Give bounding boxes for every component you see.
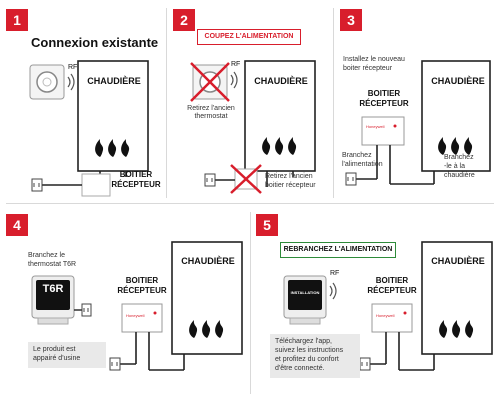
plug-icon xyxy=(345,172,357,186)
row-separator xyxy=(6,203,494,204)
step-title: Connexion existante xyxy=(31,35,159,50)
app-l4: d'être connecté. xyxy=(275,365,325,372)
thermostat-screen-text: INSTALLATION xyxy=(290,290,320,295)
thermostat-icon xyxy=(283,275,327,325)
remove-thermostat-l2: thermostat xyxy=(194,113,228,120)
flame-icon xyxy=(262,137,297,155)
app-note: Téléchargez l'app, suivez les instructio… xyxy=(270,334,360,378)
receiver-label-1: BOITIER xyxy=(375,276,409,285)
receiver-box xyxy=(121,303,163,333)
svg-text:Honeywell: Honeywell xyxy=(366,124,385,129)
boiler-label: CHAUDIÈRE xyxy=(254,76,308,86)
step-5-drawing: Honeywell xyxy=(283,241,493,371)
flame-icon xyxy=(438,137,473,155)
step-number: 2 xyxy=(173,9,195,31)
receiver-label-1: BOITIER xyxy=(367,89,401,98)
plug-power-l2: l'alimentation xyxy=(342,161,383,168)
rf-label: RF xyxy=(330,270,340,277)
remove-receiver-l1: Retirez l'ancien xyxy=(265,173,313,180)
step-3-drawing: Honeywell xyxy=(345,60,491,186)
step-number: 3 xyxy=(340,9,362,31)
plug-icon xyxy=(359,357,371,371)
install-l2: boiter récepteur xyxy=(343,65,393,72)
step-1-drawing xyxy=(29,60,149,197)
app-l2: suivez les instructions xyxy=(275,347,344,354)
boiler-label: CHAUDIÈRE xyxy=(87,76,141,86)
step-number: 1 xyxy=(6,9,28,31)
step-5-panel: 5 REBRANCHEZ L'ALIMENTATION Honeywell RF xyxy=(256,214,496,396)
plug-icon xyxy=(31,178,43,192)
paired-note: Le produit est appairé d'usine xyxy=(28,342,106,368)
thermostat-screen-text: T6R xyxy=(42,283,64,295)
install-l1: Installez le nouveau xyxy=(343,56,405,63)
plug-thermostat-l2: thermostat T6R xyxy=(28,261,77,268)
receiver-label-2: RÉCEPTEUR xyxy=(111,180,161,189)
boiler-label: CHAUDIÈRE xyxy=(431,76,485,86)
receiver-label-2: RÉCEPTEUR xyxy=(117,286,167,295)
plug-icon xyxy=(109,357,121,371)
rf-waves-icon xyxy=(230,71,238,89)
step-4-drawing: Honeywell xyxy=(31,241,243,371)
svg-text:Honeywell: Honeywell xyxy=(376,313,395,318)
app-l1: Téléchargez l'app, xyxy=(275,338,332,345)
step-4-panel: 4 Branchez le thermostat T6R Honeywell xyxy=(6,214,246,396)
power-on-banner: REBRANCHEZ L'ALIMENTATION xyxy=(280,242,396,258)
step-2-drawing xyxy=(190,60,316,194)
receiver-label-2: RÉCEPTEUR xyxy=(367,286,417,295)
cross-icon xyxy=(190,62,230,102)
step-3-panel: 3 Installez le nouveau boiter récepteur … xyxy=(340,9,496,199)
remove-receiver-l2: boitier récepteur xyxy=(265,182,316,189)
svg-text:Honeywell: Honeywell xyxy=(126,313,145,318)
remove-thermostat-l1: Retirez l'ancien xyxy=(187,105,235,112)
step-number: 5 xyxy=(256,214,278,236)
col-separator-2 xyxy=(333,8,334,198)
connect-l3: chaudière xyxy=(444,172,475,179)
receiver-box xyxy=(371,303,413,333)
power-off-banner: COUPEZ L'ALIMENTATION xyxy=(197,29,301,45)
connect-l2: -le à la xyxy=(444,163,466,170)
rf-label: RF xyxy=(68,64,78,71)
thermostat-icon xyxy=(31,275,75,325)
flame-icon xyxy=(439,320,474,338)
app-l3: et profitez du confort xyxy=(275,356,339,363)
receiver-label-1: BOITIER xyxy=(119,170,153,179)
boiler-label: CHAUDIÈRE xyxy=(181,256,235,266)
step-number: 4 xyxy=(6,214,28,236)
step-1-panel: 1 Connexion existante RF CHAUDIÈRE BOITI… xyxy=(6,9,164,199)
plug-icon xyxy=(204,173,216,187)
rf-waves-icon xyxy=(329,282,337,300)
plug-thermostat-l1: Branchez le xyxy=(28,252,65,259)
cross-icon xyxy=(230,164,262,194)
connect-l1: Branchez xyxy=(444,154,474,161)
thermostat-icon xyxy=(29,64,65,100)
rf-waves-icon xyxy=(67,73,75,91)
col-separator-1 xyxy=(166,8,167,198)
col-separator-3 xyxy=(250,212,251,394)
plug-icon xyxy=(81,303,92,317)
receiver-label-1: BOITIER xyxy=(125,276,159,285)
rf-label: RF xyxy=(231,61,241,68)
receiver-box xyxy=(361,116,405,146)
step-2-panel: 2 COUPEZ L'ALIMENTATION RF CHAUDI xyxy=(173,9,331,199)
plug-power-l1: Branchez xyxy=(342,152,372,159)
flame-icon xyxy=(95,139,130,157)
flame-icon xyxy=(189,320,224,338)
receiver-box xyxy=(81,173,111,197)
boiler-label: CHAUDIÈRE xyxy=(431,256,485,266)
receiver-label-2: RÉCEPTEUR xyxy=(359,99,409,108)
paired-l2: appairé d'usine xyxy=(33,355,81,362)
paired-l1: Le produit est xyxy=(33,346,76,353)
